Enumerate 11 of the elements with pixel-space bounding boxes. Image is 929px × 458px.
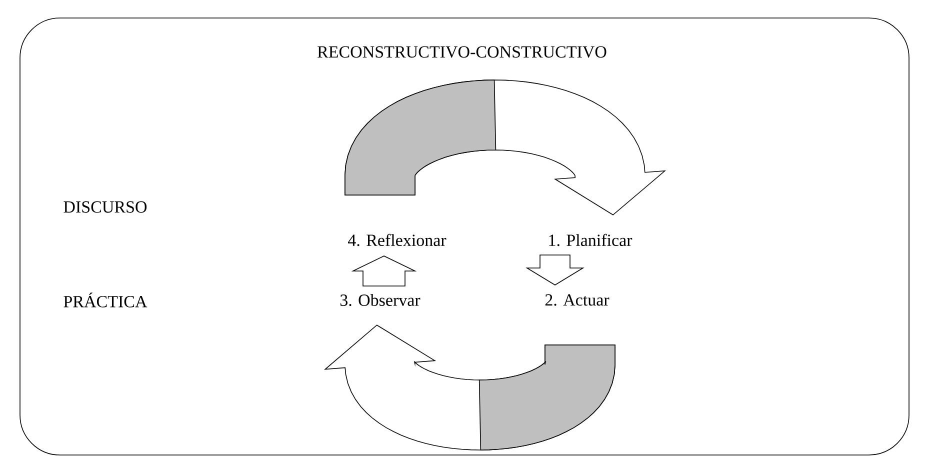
row-label: DISCURSO: [64, 201, 147, 213]
curved-arrow: [324, 324, 616, 450]
step-label: 1. Planificar: [549, 234, 632, 246]
step-label: 2. Actuar: [545, 294, 610, 306]
block-arrow: [526, 254, 584, 286]
curved-arrow: [344, 80, 666, 216]
heading: RECONSTRUCTIVO-CONSTRUCTIVO: [318, 46, 606, 58]
row-label: PRÁCTICA: [64, 292, 148, 308]
step-label: 3. Observar: [340, 294, 420, 306]
block-arrow: [351, 256, 417, 286]
step-label: 4. Reflexionar: [348, 234, 446, 246]
